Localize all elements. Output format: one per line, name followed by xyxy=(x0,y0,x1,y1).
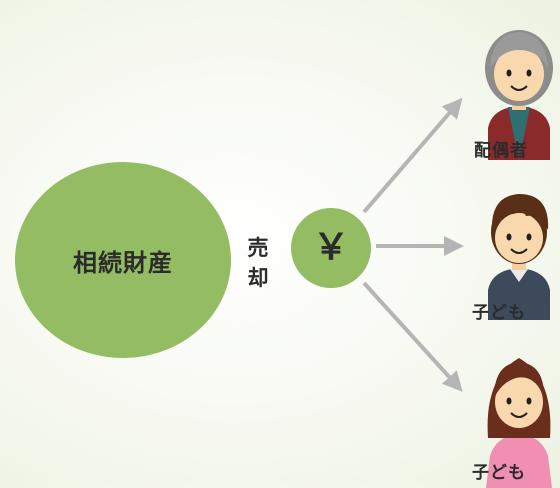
yen-symbol: ￥ xyxy=(312,227,349,268)
girl-icon xyxy=(486,358,552,488)
heir-label-child-2: 子ども xyxy=(472,463,526,483)
child-2-figure: 子ども xyxy=(472,338,560,488)
arrow-to-child-2 xyxy=(362,281,463,392)
estate-label: 相続財産 xyxy=(73,248,173,277)
spouse-figure: 配偶者 xyxy=(474,10,560,161)
child-1-figure: 子ども xyxy=(472,170,560,323)
estate-circle: 相続財産 xyxy=(15,162,231,358)
boy-icon xyxy=(488,194,550,320)
sale-text-char-1: 売 xyxy=(247,236,269,260)
elderly-person-icon xyxy=(485,30,553,160)
heir-label-child-1: 子ども xyxy=(472,303,526,323)
sale-text-char-2: 却 xyxy=(247,266,269,290)
heir-label-spouse: 配偶者 xyxy=(474,141,528,161)
yen-circle: ￥ xyxy=(291,208,371,288)
arrow-to-spouse xyxy=(362,97,463,214)
